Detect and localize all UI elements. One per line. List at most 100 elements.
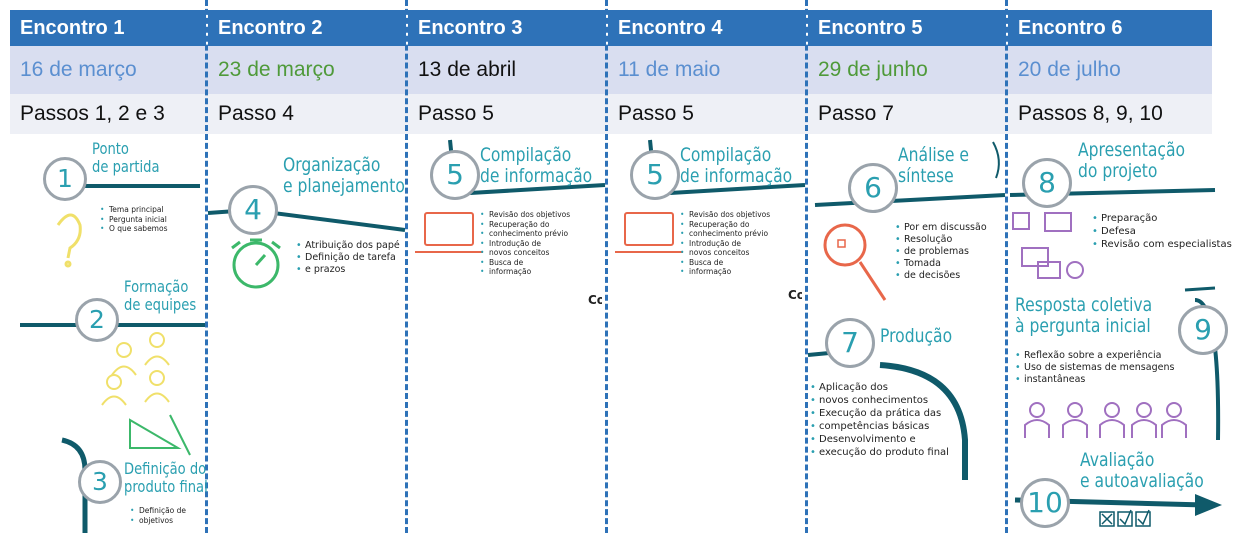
step-6-bullets: Por em discussão Resolução de problemas … — [895, 222, 987, 282]
bullet: O que sabemos — [100, 224, 167, 234]
bullet-continuation: objetivos — [130, 516, 186, 526]
step-1-title-line2: de partida — [92, 157, 160, 176]
bullet: Revisão dos objetivos — [680, 210, 770, 220]
laptop-icon — [415, 212, 483, 253]
bullet-cont: de decisões — [895, 270, 987, 282]
step-3-title: Definição do produto final — [124, 460, 208, 496]
step-9-title-line2: à pergunta inicial — [1015, 315, 1151, 337]
bullet: Recuperação do — [480, 220, 570, 230]
step-10-title-line1: Avaliação — [1080, 449, 1155, 471]
bullet-cont: novos conceitos — [680, 248, 770, 258]
bullet-cont: execução do produto final — [810, 446, 949, 459]
header-encontro-5: Encontro 5 — [808, 10, 1006, 46]
ruler-triangle-icon — [129, 414, 191, 456]
bullet: Resolução — [895, 234, 987, 246]
step-5a-title: Compilação de informação — [480, 145, 592, 187]
step-7-number: 7 — [825, 318, 875, 368]
checkbox-icons — [1099, 509, 1151, 527]
clipped-text: Co — [788, 288, 802, 302]
step-5a-bullets: Revisão dos objetivos Recuperação do con… — [480, 210, 570, 277]
step-9-title-line1: Resposta coletiva — [1015, 294, 1153, 316]
step-4-title-line2: e planejamento — [283, 175, 405, 197]
bullet: Desenvolvimento e — [810, 433, 949, 446]
step-3-title-line1: Definição do — [124, 459, 207, 478]
bullet: Definição de — [130, 506, 186, 516]
header-encontro-3: Encontro 3 — [408, 10, 606, 46]
presentation-diagram-icon — [1012, 212, 1084, 279]
bullet-cont: informação — [480, 267, 570, 277]
bullet: Execução da prática das — [810, 407, 949, 420]
step-5b-bullets: Revisão dos objetivos Recuperação do con… — [680, 210, 770, 277]
step-4-number: 4 — [228, 185, 278, 235]
date-6: 20 de julho — [1018, 58, 1121, 81]
column-divider — [805, 0, 808, 533]
step-3-number: 3 — [78, 460, 122, 504]
step-1-number: 1 — [43, 157, 87, 201]
step-6-title-line1: Análise e — [898, 144, 969, 166]
bullet: Atribuição dos papé — [296, 240, 404, 252]
bullet: Introdução de — [480, 239, 570, 249]
date-2: 23 de março — [218, 58, 335, 81]
step-6-title: Análise e síntese — [898, 145, 969, 187]
steps-1: Passos 1, 2 e 3 — [20, 102, 165, 125]
step-3-bullets: Definição de objetivos — [130, 506, 186, 525]
bullet: Introdução de — [680, 239, 770, 249]
bullet: Uso de sistemas de mensagens — [1015, 362, 1174, 374]
step-8-title-line2: do projeto — [1078, 160, 1158, 182]
column-divider — [1005, 0, 1008, 533]
step-8-bullets: Preparação Defesa Revisão com especialis… — [1092, 212, 1232, 251]
bullet: Busca de — [680, 258, 770, 268]
header-encontro-1: Encontro 1 — [10, 10, 206, 46]
step-10-title-line2: e autoavaliação — [1080, 470, 1204, 492]
step-5b-title: Compilação de informação — [680, 145, 792, 187]
step-7-bullets: Aplicação dos novos conhecimentos Execuç… — [810, 381, 949, 459]
step-9-number: 9 — [1178, 305, 1228, 355]
step-10-title: Avaliação e autoavaliação — [1080, 450, 1204, 492]
magnifier-icon — [823, 223, 887, 301]
step-5b-title-line2: de informação — [680, 165, 793, 187]
step-1-title-line1: Ponto — [92, 139, 129, 158]
date-5: 29 de junho — [818, 58, 928, 81]
team-people-icon — [101, 332, 170, 406]
bullet: Busca de — [480, 258, 570, 268]
bullet-cont: novos conhecimentos — [810, 394, 949, 407]
bullet-continuation: e prazos — [296, 264, 404, 276]
clipped-text: Co — [588, 293, 602, 307]
bullet: Revisão com especialistas — [1092, 238, 1232, 251]
bullet: Aplicação dos — [810, 381, 949, 394]
step-2-title: Formação de equipes — [124, 278, 196, 314]
date-1: 16 de março — [20, 58, 137, 81]
step-6-number: 6 — [848, 163, 898, 213]
steps-4: Passo 5 — [618, 102, 694, 125]
step-8-title: Apresentação do projeto — [1078, 140, 1185, 182]
step-2-title-line1: Formação — [124, 277, 189, 296]
column-divider — [205, 0, 208, 533]
step-5b-number: 5 — [630, 150, 680, 200]
steps-row-bg — [10, 94, 1212, 134]
step-4-title: Organização e planejamento — [283, 155, 405, 197]
stopwatch-icon — [231, 238, 281, 289]
bullet-cont: conhecimento prévio — [480, 229, 570, 239]
date-row-bg — [10, 46, 1212, 94]
step-9-bullets: Reflexão sobre a experiência Uso de sist… — [1015, 350, 1174, 386]
step-5b-title-line1: Compilação — [680, 144, 772, 166]
step-7-title: Produção — [880, 325, 953, 347]
header-encontro-4: Encontro 4 — [608, 10, 806, 46]
step-5a-title-line1: Compilação — [480, 144, 572, 166]
step-4-title-line1: Organização — [283, 154, 381, 176]
header-encontro-6: Encontro 6 — [1008, 10, 1212, 46]
step-1-bullets: Tema principal Pergunta inicial O que sa… — [100, 205, 167, 234]
bullet: Recuperação do — [680, 220, 770, 230]
step-10-number: 10 — [1020, 478, 1070, 528]
steps-3: Passo 5 — [418, 102, 494, 125]
bullet: Reflexão sobre a experiência — [1015, 350, 1174, 362]
step-8-number: 8 — [1022, 158, 1072, 208]
bullet: Por em discussão — [895, 222, 987, 234]
steps-5: Passo 7 — [818, 102, 894, 125]
bullet-cont: informação — [680, 267, 770, 277]
column-divider — [405, 0, 408, 533]
group-people-icon — [1024, 402, 1187, 438]
step-5a-title-line2: de informação — [480, 165, 593, 187]
step-6-title-line2: síntese — [898, 165, 954, 187]
step-2-number: 2 — [75, 298, 119, 342]
